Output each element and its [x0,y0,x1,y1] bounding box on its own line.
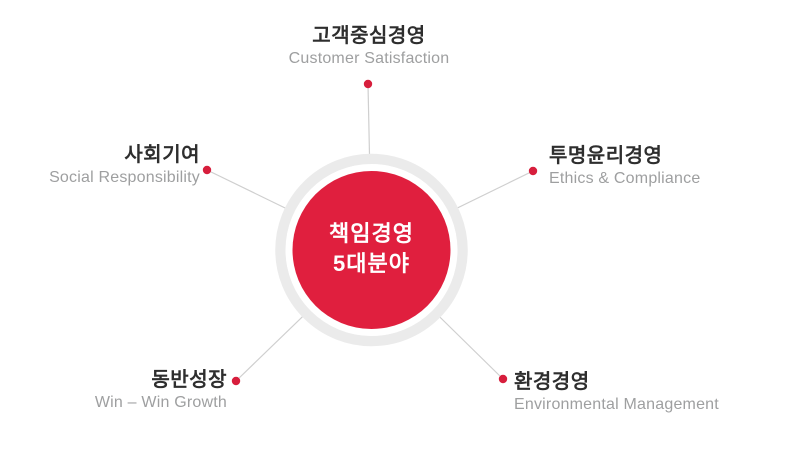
node-subtitle: Win – Win Growth [94,394,227,411]
node-dot-lower-right [498,374,508,384]
node-title: 고객중심경영 [312,25,426,47]
node-dots [202,79,538,386]
node-dot-top [363,79,373,89]
node-title: 사회기여 [124,144,200,166]
node-label-social-responsibility: 사회기여 Social Responsibility [0,143,200,188]
node-dot-lower-left [231,376,241,386]
node-label-environmental-management: 환경경영 Environmental Management [514,370,800,415]
center-circle-label: 책임경영 5대분야 [271,219,472,279]
center-circle [292,171,451,329]
outer-ring [275,153,468,347]
node-dot-upper-left [202,165,212,175]
node-label-ethics-compliance: 투명윤리경영 Ethics & Compliance [549,144,800,189]
center-label-line2: 5대분야 [333,251,410,276]
node-label-customer-satisfaction: 고객중심경영 Customer Satisfaction [219,24,519,69]
node-label-win-win-growth: 동반성장 Win – Win Growth [0,368,227,413]
node-title: 투명윤리경영 [549,145,663,167]
node-title: 동반성장 [151,369,227,391]
node-dot-upper-right [528,166,538,176]
node-title: 환경경영 [514,371,590,393]
center-label-line1: 책임경영 [329,221,414,246]
node-subtitle: Ethics & Compliance [549,170,701,187]
node-subtitle: Customer Satisfaction [288,50,450,67]
node-subtitle: Social Responsibility [49,169,200,186]
node-subtitle: Environmental Management [514,396,719,413]
